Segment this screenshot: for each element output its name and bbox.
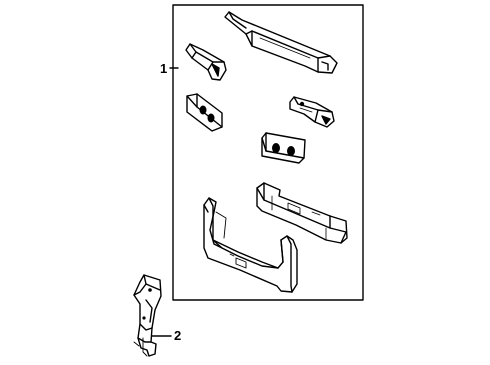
right-mount-bracket (289, 96, 335, 128)
support-bracket (133, 274, 162, 357)
lower-radiator-support (203, 197, 298, 293)
left-insulator (186, 93, 223, 132)
center-insulator (261, 132, 306, 164)
upper-bracket (185, 43, 227, 81)
callout-number-1: 1 (160, 61, 168, 76)
upper-tie-bar (224, 11, 338, 74)
assembly-frame (172, 4, 364, 301)
callout-number-2: 2 (174, 328, 182, 343)
lower-crossmember (256, 182, 348, 244)
